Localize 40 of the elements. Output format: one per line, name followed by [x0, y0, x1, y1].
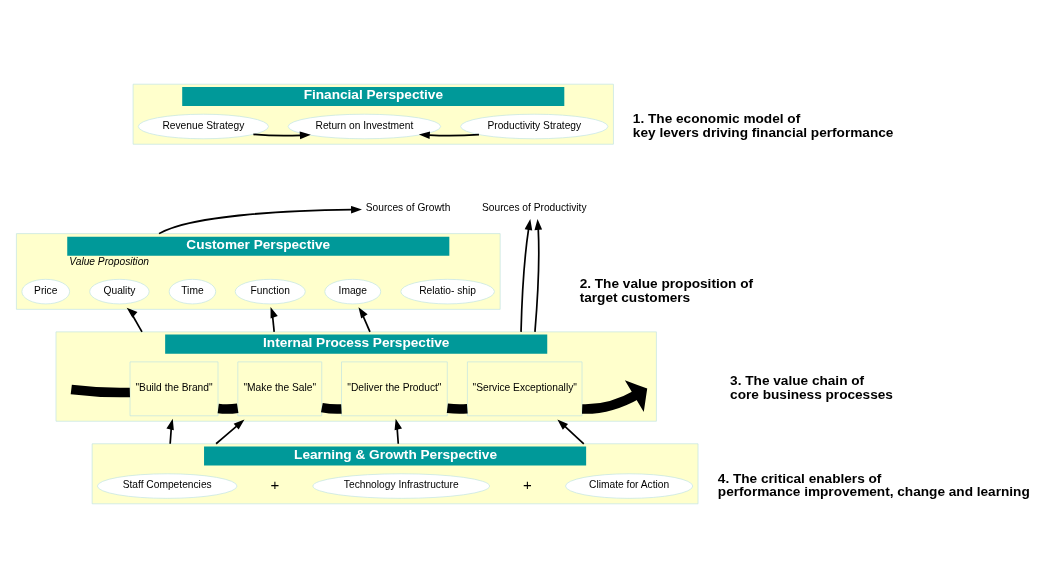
node-ellipse: Relatio- ship	[400, 279, 495, 305]
node-ellipse: Revenue Strategy	[137, 113, 269, 140]
arrow	[520, 218, 533, 333]
connector	[217, 403, 239, 414]
label: 1. The economic model of key levers driving financial performance	[632, 111, 894, 140]
arrow	[166, 418, 174, 445]
arrow	[215, 419, 245, 445]
node-ellipse: Image	[324, 279, 382, 305]
node-box: "Build the Brand"	[129, 361, 219, 417]
node-box: "Deliver the Product"	[341, 361, 448, 417]
arrow	[358, 307, 371, 333]
node-ellipse: Climate for Action	[565, 473, 694, 499]
node-ellipse: Productivity Strategy	[460, 113, 609, 140]
label: 2. The value proposition of target customers	[579, 276, 754, 305]
label: +	[523, 475, 532, 493]
node-text: Sources of Growth	[365, 202, 451, 214]
node-ellipse: Time	[168, 279, 217, 305]
node-ellipse: Staff Competencies	[97, 473, 238, 499]
node-ellipse: Function	[234, 279, 306, 305]
arrow	[534, 218, 543, 333]
arrow	[582, 380, 648, 414]
label: 4. The critical enablers of performance improvement, change and learning	[717, 470, 1030, 500]
label: +	[270, 475, 280, 493]
node-ellipse: Technology Infrastructure	[312, 473, 490, 499]
node-text: Sources of Productivity	[482, 202, 587, 214]
arrow	[270, 306, 278, 333]
node-box: "Make the Sale"	[237, 361, 323, 417]
arrow	[158, 205, 362, 235]
node-ellipse: Quality	[89, 279, 150, 305]
arrow	[557, 419, 585, 445]
label: 3. The value chain of core business processes	[730, 373, 893, 403]
arrow	[126, 307, 143, 333]
arrow	[252, 131, 311, 140]
connector	[446, 403, 468, 414]
node-ellipse: Price	[21, 279, 70, 305]
connector	[321, 402, 342, 414]
arrow	[394, 418, 402, 445]
connector	[70, 384, 130, 398]
node-box: "Service Exceptionally"	[467, 361, 583, 417]
arrow	[418, 131, 480, 140]
